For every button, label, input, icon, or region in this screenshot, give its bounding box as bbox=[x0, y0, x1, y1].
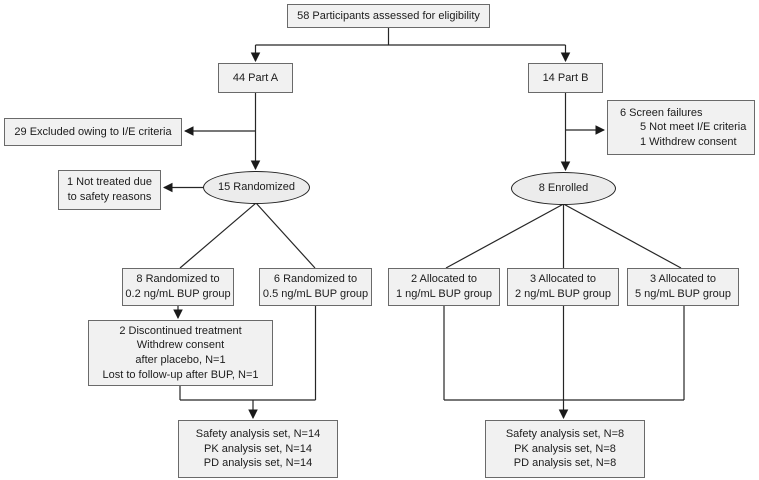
box-analysis-part-b: Safety analysis set, N=8 PK analysis set… bbox=[485, 420, 645, 478]
box-group-bup-5: 3 Allocated to 5 ng/mL BUP group bbox=[627, 268, 739, 306]
box-excluded: 29 Excluded owing to I/E criteria bbox=[4, 118, 182, 146]
box-part-a-text: 44 Part A bbox=[232, 71, 279, 84]
box-analysis-part-a: Safety analysis set, N=14 PK analysis se… bbox=[178, 420, 338, 478]
box-eligibility-text: 58 Participants assessed for eligibility bbox=[297, 9, 480, 22]
group-line: 3 Allocated to bbox=[649, 273, 717, 286]
not-treated-line: 1 Not treated due bbox=[66, 176, 152, 189]
screen-failures-line: 5 Not meet I/E criteria bbox=[640, 121, 747, 134]
box-part-b-text: 14 Part B bbox=[542, 71, 589, 84]
box-group-bup-1: 2 Allocated to 1 ng/mL BUP group bbox=[388, 268, 500, 306]
box-discontinued: 2 Discontinued treatment Withdrew consen… bbox=[88, 320, 273, 386]
box-eligibility: 58 Participants assessed for eligibility bbox=[287, 4, 490, 28]
group-line: 0.2 ng/mL BUP group bbox=[125, 288, 231, 300]
ellipse-enrolled-text: 8 Enrolled bbox=[538, 182, 589, 195]
discontinued-line: Withdrew consent bbox=[136, 339, 225, 352]
box-group-bup-05: 6 Randomized to 0.5 ng/mL BUP group bbox=[259, 268, 372, 306]
box-group-bup-2: 3 Allocated to 2 ng/mL BUP group bbox=[507, 268, 619, 306]
group-line: 2 ng/mL BUP group bbox=[514, 288, 611, 300]
analysis-line: Safety analysis set, N=8 bbox=[505, 428, 625, 441]
discontinued-line: Lost to follow-up after BUP, N=1 bbox=[102, 368, 259, 381]
group-line: 5 ng/mL BUP group bbox=[634, 288, 731, 300]
not-treated-line: to safety reasons bbox=[67, 191, 152, 203]
screen-failures-line: 6 Screen failures bbox=[620, 106, 703, 119]
box-group-bup-02: 8 Randomized to 0.2 ng/mL BUP group bbox=[122, 268, 234, 306]
analysis-line: PK analysis set, N=14 bbox=[204, 442, 312, 455]
box-excluded-text: 29 Excluded owing to I/E criteria bbox=[14, 125, 172, 138]
discontinued-line: 2 Discontinued treatment bbox=[119, 324, 242, 337]
analysis-line: PD analysis set, N=8 bbox=[513, 457, 617, 470]
box-part-a: 44 Part A bbox=[218, 63, 293, 93]
group-line: 8 Randomized to bbox=[136, 273, 220, 286]
connector-arrow-lines bbox=[162, 45, 606, 420]
ellipse-enrolled: 8 Enrolled bbox=[511, 172, 616, 205]
box-part-b: 14 Part B bbox=[528, 63, 603, 93]
ellipse-randomized: 15 Randomized bbox=[203, 171, 310, 204]
group-line: 3 Allocated to bbox=[529, 273, 597, 286]
screen-failures-line: 1 Withdrew consent bbox=[640, 135, 737, 148]
discontinued-line: after placebo, N=1 bbox=[135, 354, 226, 366]
group-line: 1 ng/mL BUP group bbox=[395, 288, 492, 300]
box-screen-failures: 6 Screen failures 5 Not meet I/E criteri… bbox=[607, 100, 755, 155]
analysis-line: PK analysis set, N=8 bbox=[514, 442, 616, 455]
group-line: 0.5 ng/mL BUP group bbox=[262, 288, 369, 300]
group-line: 6 Randomized to bbox=[273, 273, 358, 286]
group-line: 2 Allocated to bbox=[410, 273, 478, 286]
ellipse-randomized-text: 15 Randomized bbox=[217, 181, 296, 194]
box-not-treated: 1 Not treated due to safety reasons bbox=[58, 170, 161, 210]
analysis-line: PD analysis set, N=14 bbox=[203, 457, 313, 470]
analysis-line: Safety analysis set, N=14 bbox=[195, 428, 321, 441]
